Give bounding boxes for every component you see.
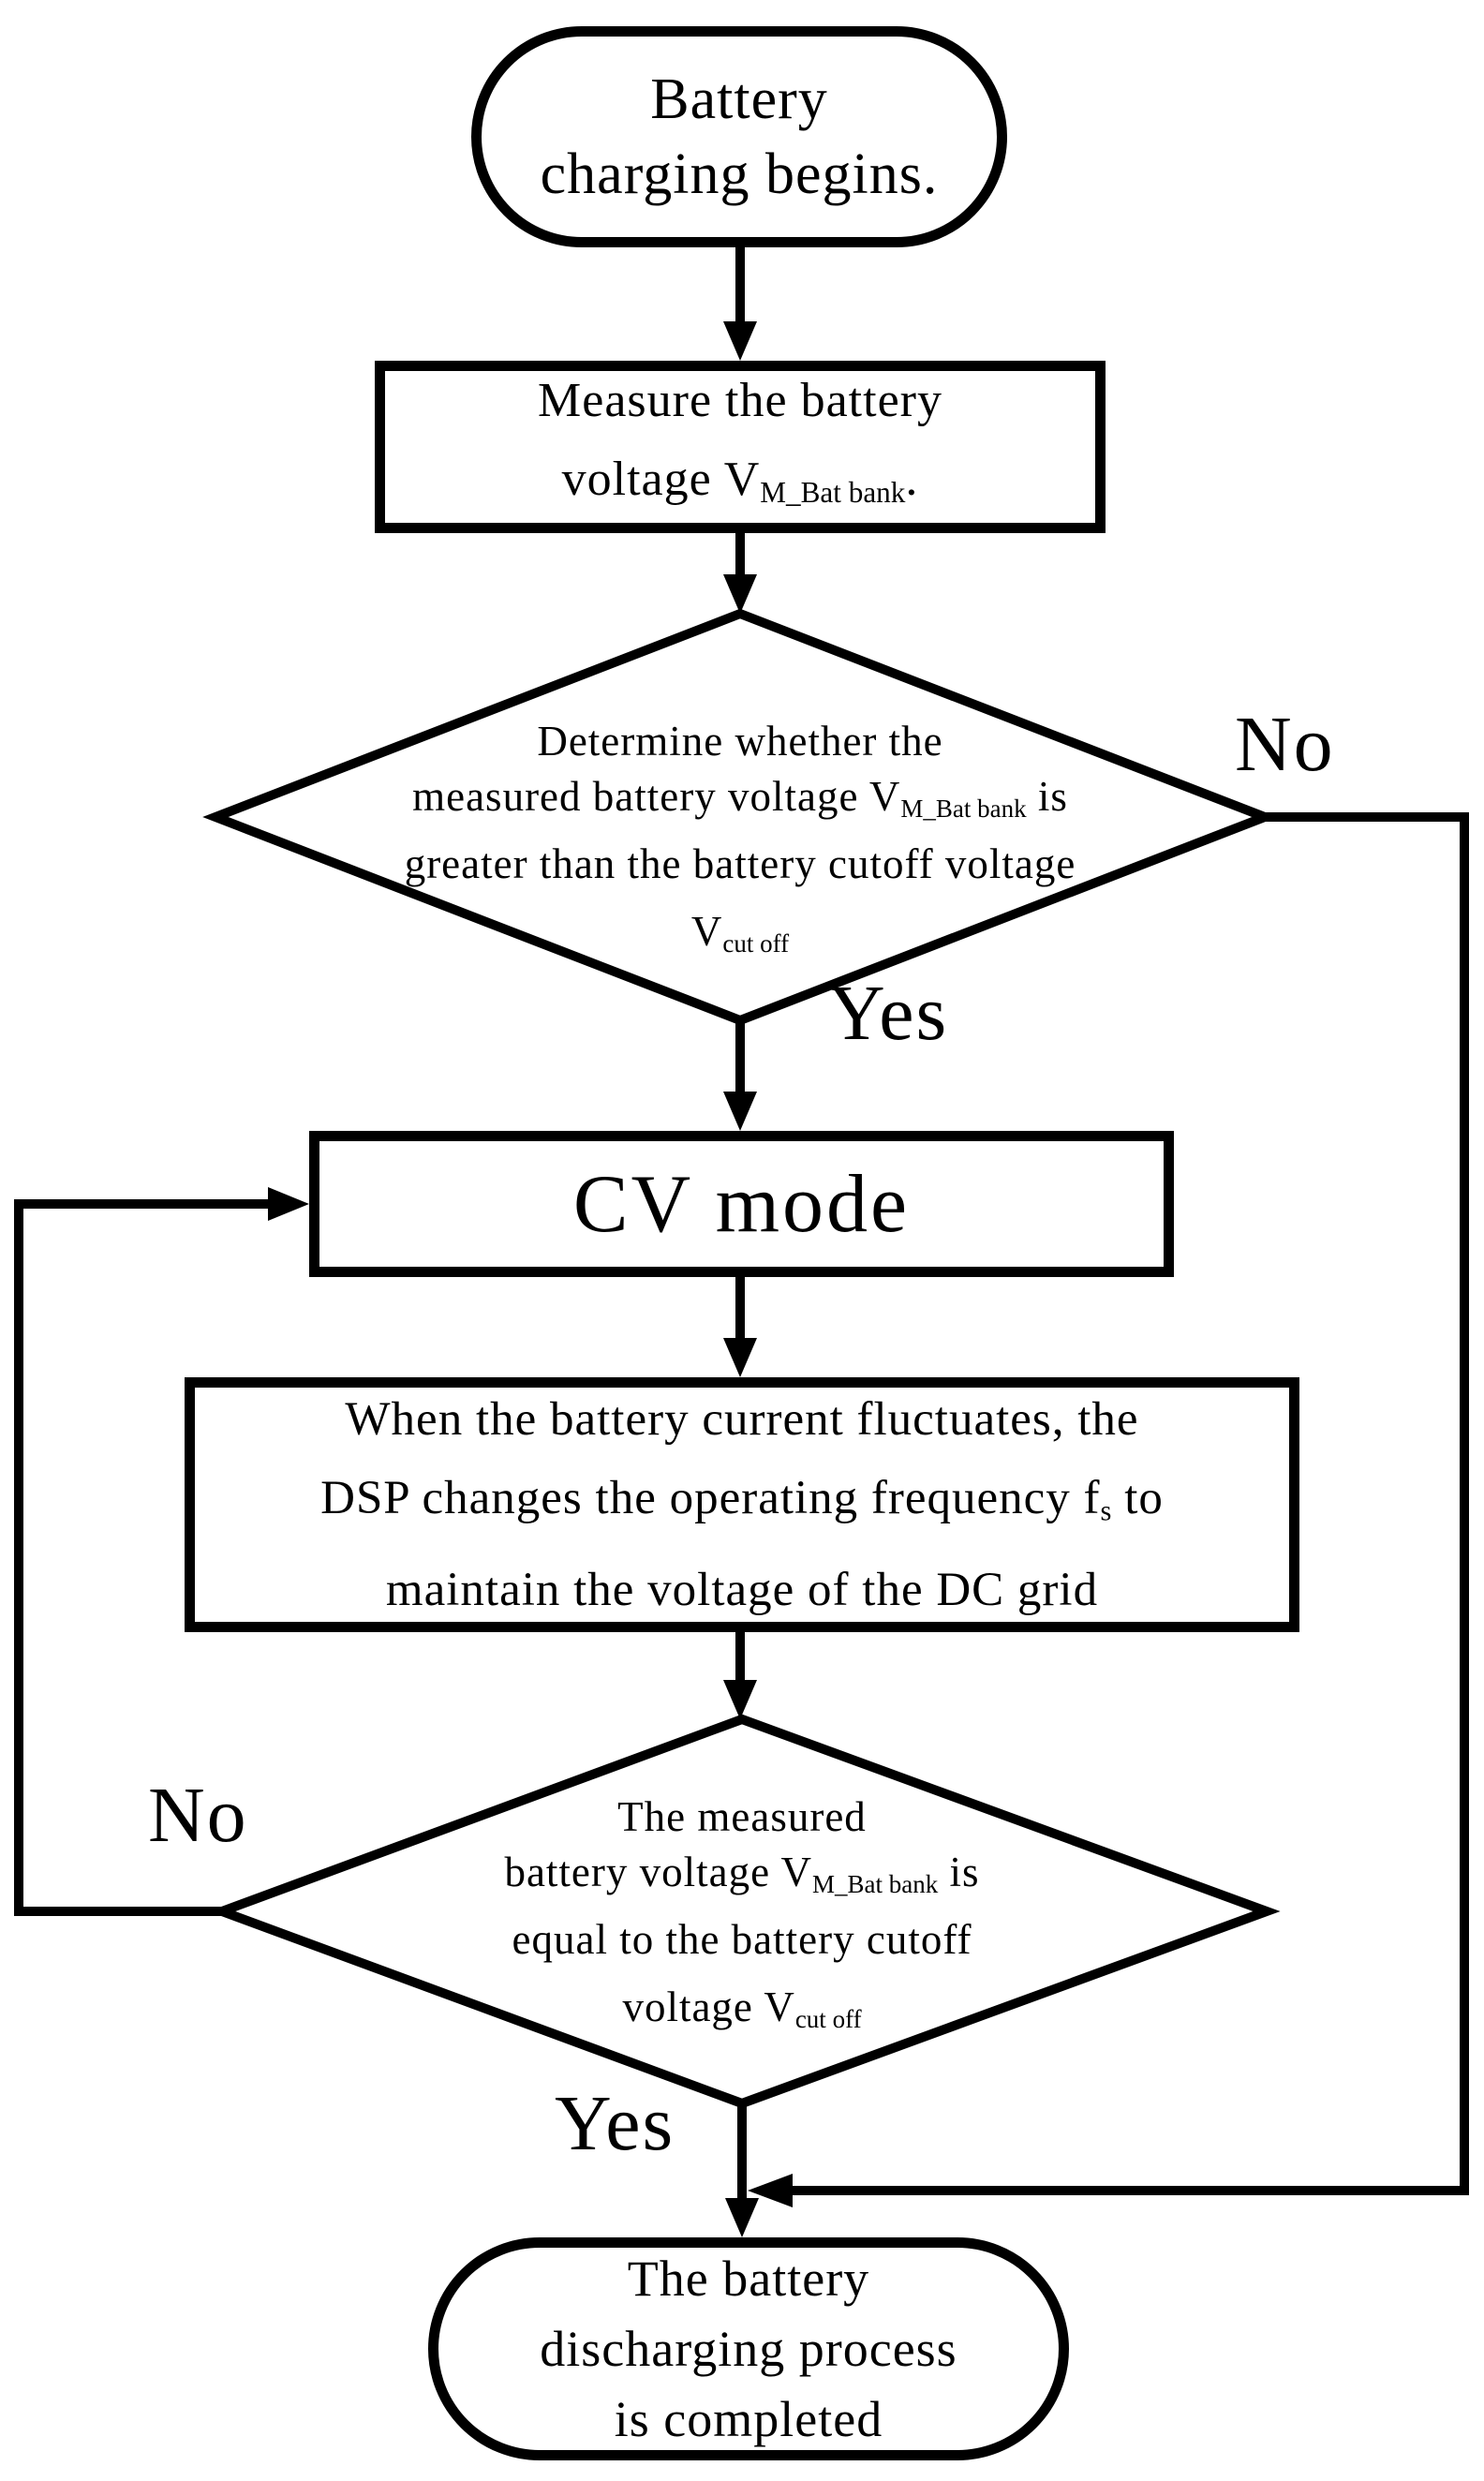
dsp-text-line3: maintain the voltage of the DC grid	[385, 1563, 1099, 1616]
edge-decision2-no-branch	[14, 1199, 274, 1916]
dsp-text-line1: When the battery current fluctuates, the	[345, 1393, 1139, 1447]
arrowhead-into-end	[725, 2198, 759, 2237]
decision1-line2-text: measured battery voltage V	[412, 773, 901, 820]
edge-decision1-no-branch	[787, 812, 1469, 2195]
decision2-line2: battery voltage VM_Bat bank is	[274, 1845, 1210, 1912]
arrowhead-into-dsp	[723, 1338, 757, 1377]
arrowhead-into-decision2	[723, 1680, 757, 1719]
start-text-line1: Battery	[650, 67, 828, 131]
decision2-text: The measured battery voltage VM_Bat bank…	[274, 1790, 1210, 2047]
decision1-yes-label: Yes	[828, 970, 949, 1057]
decision2-line3: equal to the battery cutoff	[512, 1915, 972, 1963]
decision1-diamond	[202, 608, 1278, 1026]
measure-line2-text: voltage V	[561, 453, 761, 507]
arrowhead-into-decision1	[723, 574, 757, 614]
decision2-no-label: No	[148, 1772, 248, 1859]
decision2-line4-subscript: cut off	[794, 2004, 862, 2033]
decision1-line3: greater than the battery cutoff voltage	[404, 839, 1076, 887]
arrowhead-no2-right	[268, 1187, 309, 1221]
dsp-line2-text: DSP changes the operating frequency f	[320, 1472, 1101, 1525]
decision2-line2-subscript: M_Bat bank	[812, 1869, 939, 1898]
decision2-line2-tail: is	[938, 1849, 980, 1895]
decision1-line2-subscript: M_Bat bank	[900, 794, 1027, 823]
arrowhead-into-cv	[723, 1092, 757, 1131]
measure-line2-period: .	[905, 453, 919, 507]
end-text-line3: is completed	[614, 2390, 883, 2447]
decision1-line2-tail: is	[1026, 773, 1068, 820]
measure-text-line2: voltage VM_Bat bank.	[562, 440, 919, 532]
cv-mode-text: CV mode	[572, 1158, 911, 1250]
dsp-line2-subscript: s	[1100, 1494, 1112, 1527]
decision2-line4: voltage Vcut off	[274, 1980, 1210, 2047]
measure-line2-subscript: M_Bat bank	[760, 475, 906, 509]
decision2-line4-text: voltage V	[622, 1983, 795, 2030]
start-terminator: Battery charging begins.	[471, 26, 1007, 247]
end-text-line2: discharging process	[540, 2320, 957, 2377]
dsp-text-line2: DSP changes the operating frequency fs t…	[320, 1459, 1164, 1551]
cv-mode-process-box: CV mode	[309, 1131, 1174, 1277]
dsp-process-box: When the battery current fluctuates, the…	[185, 1377, 1299, 1632]
decision2-yes-label: Yes	[555, 2080, 675, 2167]
start-text-line2: charging begins.	[540, 142, 939, 206]
decision1-line1: Determine whether the	[537, 718, 943, 765]
decision1-line2: measured battery voltage VM_Bat bank is	[272, 769, 1209, 837]
decision1-line4: Vcut off	[272, 904, 1209, 972]
decision1-no-label: No	[1235, 701, 1335, 788]
arrowhead-no1-left	[748, 2174, 793, 2207]
decision2-line1: The measured	[617, 1793, 867, 1840]
end-text-line1: The battery	[627, 2250, 870, 2307]
decision1-line4-subscript: cut off	[722, 929, 790, 958]
dsp-line2-tail: to	[1111, 1472, 1164, 1525]
decision1-text: Determine whether the measured battery v…	[272, 714, 1209, 972]
measure-process-box: Measure the battery voltage VM_Bat bank.	[375, 361, 1106, 533]
arrowhead-into-measure	[723, 321, 757, 361]
end-terminator: The battery discharging process is compl…	[428, 2237, 1069, 2460]
measure-text-line1: Measure the battery	[538, 374, 942, 428]
decision2-line2-text: battery voltage V	[504, 1849, 813, 1895]
decision2-diamond	[208, 1714, 1281, 2109]
decision1-line4-text: V	[690, 907, 723, 955]
